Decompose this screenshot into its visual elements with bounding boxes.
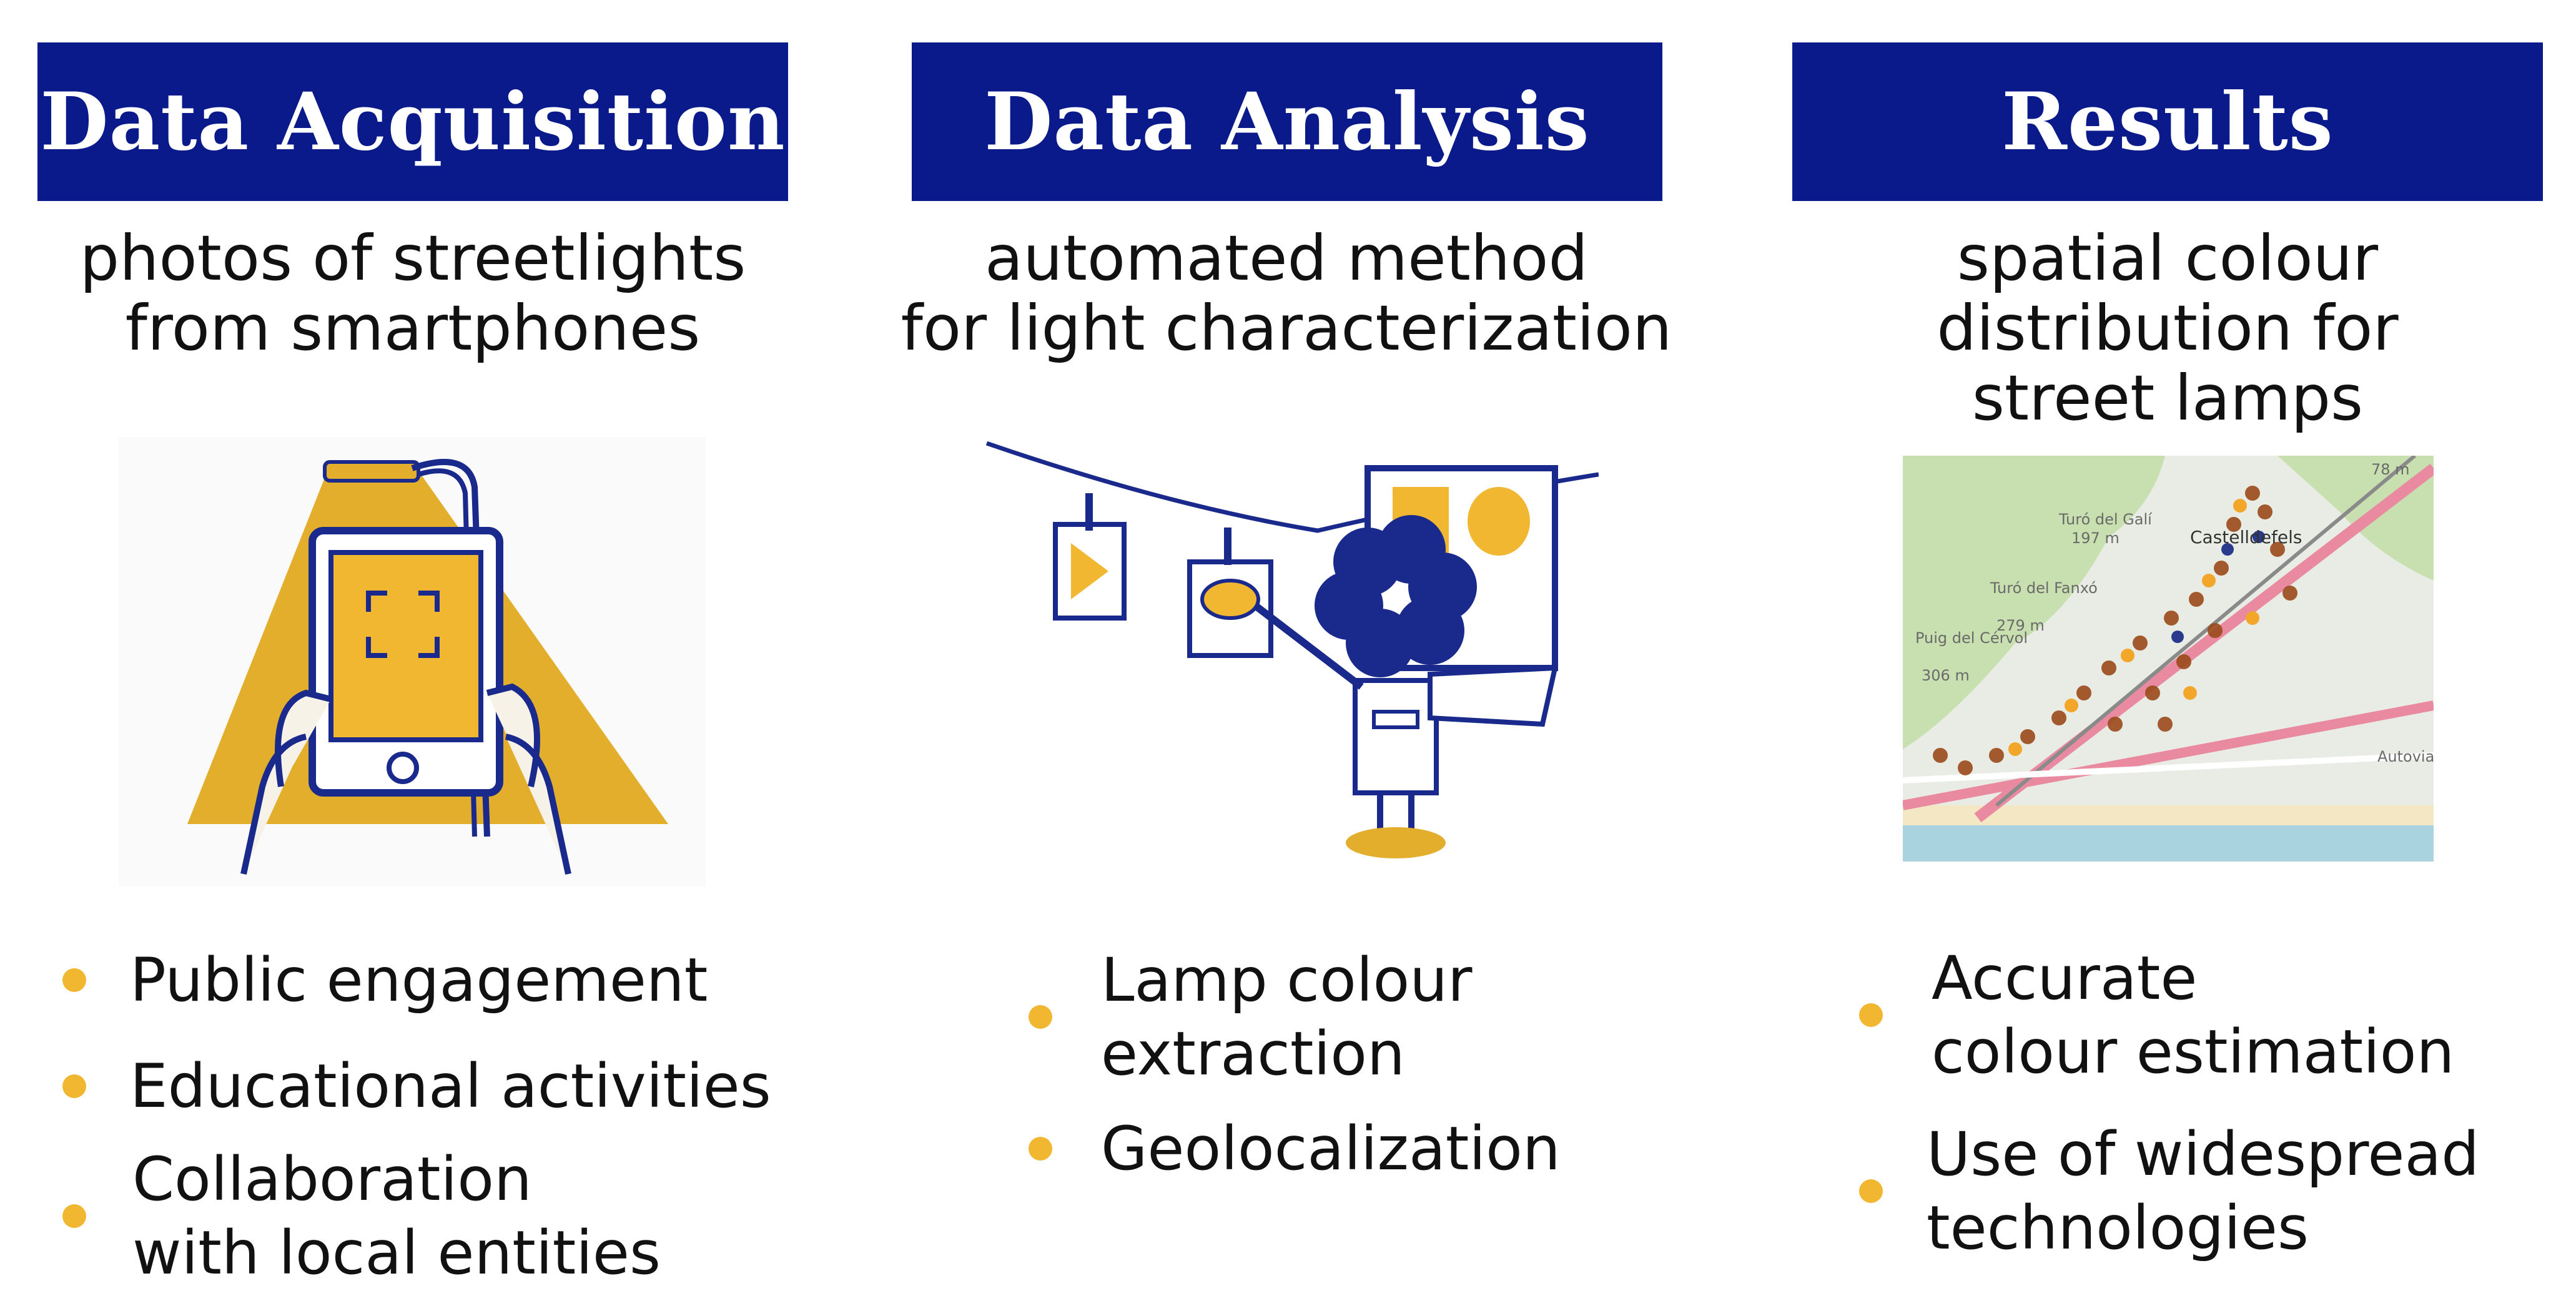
bullet-text: Educational activities [130,1051,771,1121]
header-results: Results [1792,42,2543,201]
bullet-dot [1859,1179,1883,1203]
bullet-item: Use of widespread technologies [1859,1117,2479,1265]
bullet-item: Accurate colour estimation [1859,941,2454,1089]
bullet-dot [1859,1003,1883,1027]
bullet-dot [62,1204,86,1228]
subtitle-line: distribution for [1937,292,2399,365]
header-title: Results [2001,76,2334,168]
header-data-analysis: Data Analysis [912,42,1662,201]
bullet-dot [1029,1005,1052,1029]
subtitle-line: from smartphones [125,292,701,365]
bullet-item: Collaboration with local entities [62,1142,661,1290]
map-label: Turó del Fanxó [1990,579,2098,597]
subtitle-line: automated method [985,222,1588,295]
header-title: Data Acquisition [40,76,786,168]
map-label: 78 m [2371,461,2410,478]
map-label: Castelldefels [2190,527,2302,547]
bullet-text: Accurate colour estimation [1932,943,2455,1087]
bullet-item: Educational activities [62,1049,771,1123]
street-lamp-map-icon: Turó del Galí 197 m Turó del Fanxó 279 m… [1903,456,2434,862]
bullet-dot [62,968,86,992]
bullet-text: Public engagement [130,945,708,1015]
map-label: 306 m [1922,667,1970,684]
bullet-dot [1029,1137,1052,1161]
hand-holding-tablet-under-streetlight-icon [119,437,706,886]
map-label: Puig del Cérvol [1915,629,2028,647]
subtitle-line: for light characterization [901,292,1672,365]
subtitle-results: spatial colour distribution for street l… [1792,223,2543,433]
bullet-item: Public engagement [62,943,708,1017]
subtitle-line: photos of streetlights [79,222,746,295]
subtitle-data-analysis: automated method for light characterizat… [874,223,1699,363]
bullet-dot [62,1074,86,1098]
map-label: 279 m [1996,617,2045,634]
bullet-item: Lamp colour extraction [1029,943,1473,1091]
subtitle-data-acquisition: photos of streetlights from smartphones [37,223,788,363]
header-data-acquisition: Data Acquisition [37,42,788,201]
person-analyzing-photos-computer-icon [985,441,1599,858]
map-label: Turó del Galí [2058,511,2153,528]
bullet-text: Lamp colour extraction [1101,945,1473,1089]
bullet-text: Geolocalization [1101,1114,1561,1184]
bullet-text: Use of widespread technologies [1927,1119,2480,1263]
map-label: Autovia de C [2377,748,2434,765]
subtitle-line: street lamps [1971,361,2364,435]
map-label: 197 m [2071,529,2120,547]
subtitle-line: spatial colour [1957,222,2379,295]
bullet-item: Geolocalization [1029,1112,1561,1186]
bullet-text: Collaboration with local entities [132,1144,661,1288]
header-title: Data Analysis [984,76,1590,168]
